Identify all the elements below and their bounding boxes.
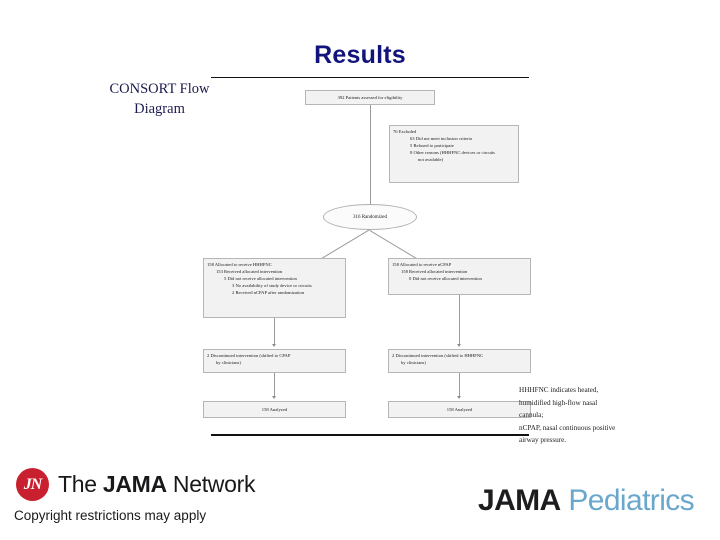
- node-excluded-header: 76 Excluded: [393, 129, 417, 134]
- figure-footnote-line-2: nCPAP, nasal continuous positive: [519, 423, 616, 432]
- edge-assessed-down: [370, 105, 371, 207]
- node-alloc-left-received: 153 Received allocated intervention: [216, 269, 283, 275]
- jama-pediatrics-jama: JAMA: [478, 484, 561, 517]
- jama-pediatrics-logo: JAMA Pediatrics: [478, 484, 695, 518]
- node-alloc-left: 158 Allocated to receive HHHFNC 153 Rece…: [203, 258, 346, 318]
- jama-network-mark-icon: JN: [16, 468, 49, 501]
- figure-footnote-line-0: HHHFNC indicates heated,: [519, 386, 599, 394]
- figure-footnote-line-1: humidified high-flow nasal cannula;: [519, 398, 598, 420]
- edge-left-alloc-to-disc: [274, 318, 275, 346]
- figure-caption-line1: CONSORT Flow: [109, 81, 210, 97]
- node-excluded-item-2: 8 Other reasons (HHHFNC devices or circu…: [410, 150, 495, 156]
- node-randomized-label: 316 Randomized: [352, 214, 388, 220]
- node-alloc-right: 158 Allocated to receive nCPAP 158 Recei…: [388, 258, 531, 295]
- node-analyzed-right: 158 Analyzed: [388, 401, 531, 418]
- jama-pediatrics-title: Pediatrics: [560, 484, 695, 517]
- edge-right-disc-to-analyzed: [459, 373, 460, 398]
- edge-left-analyzed-arrow: [271, 396, 276, 399]
- figure-divider-bottom: [211, 434, 529, 436]
- consort-flow-diagram: 392 Patients assessed for eligibility 76…: [196, 86, 616, 434]
- edge-left-disc-arrow: [271, 344, 276, 347]
- edge-right-disc-arrow: [456, 344, 461, 347]
- node-alloc-right-received: 158 Received allocated intervention: [401, 269, 468, 275]
- edge-right-alloc-to-disc: [459, 295, 460, 346]
- node-disc-left-line2: by clinicians): [216, 360, 241, 366]
- jama-network-wordmark: The JAMA Network: [58, 471, 255, 498]
- title-divider-top: [211, 77, 529, 78]
- jama-network-jama: JAMA: [102, 471, 167, 497]
- node-disc-right-line1: 2 Discontinued intervention (shifted to …: [392, 353, 484, 358]
- copyright-notice: Copyright restrictions may apply: [14, 508, 207, 523]
- node-alloc-left-allocated: 158 Allocated to receive HHHFNC: [207, 262, 272, 267]
- node-assessed-label: 392 Patients assessed for eligibility: [337, 94, 403, 100]
- node-excluded: 76 Excluded 63 Did not meet inclusion cr…: [389, 125, 519, 183]
- figure-caption: CONSORT Flow Diagram: [72, 80, 247, 119]
- jama-network-logo: JN The JAMA Network: [16, 468, 255, 501]
- edge-left-disc-to-analyzed: [274, 373, 275, 398]
- node-assessed: 392 Patients assessed for eligibility: [305, 90, 435, 105]
- node-analyzed-left-label: 158 Analyzed: [261, 406, 288, 412]
- jama-network-network: Network: [166, 471, 256, 497]
- node-disc-right-line2: by clinicians): [401, 360, 426, 366]
- node-alloc-right-not-received: 0 Did not receive allocated intervention: [409, 276, 482, 282]
- node-excluded-item-0: 63 Did not meet inclusion criteria: [410, 136, 472, 142]
- node-analyzed-left: 158 Analyzed: [203, 401, 346, 418]
- node-alloc-right-allocated: 158 Allocated to receive nCPAP: [392, 262, 452, 267]
- figure-footnote: HHHFNC indicates heated, humidified high…: [519, 384, 617, 447]
- node-analyzed-right-label: 158 Analyzed: [446, 406, 473, 412]
- node-alloc-left-reason-1: 2 Received nCPAP after randomization: [232, 290, 305, 296]
- node-disc-left: 2 Discontinued intervention (shifted to …: [203, 349, 346, 373]
- node-disc-right: 2 Discontinued intervention (shifted to …: [388, 349, 531, 373]
- edge-right-analyzed-arrow: [456, 396, 461, 399]
- node-disc-left-line1: 2 Discontinued intervention (shifted to …: [207, 353, 291, 358]
- jama-network-the: The: [58, 471, 103, 497]
- figure-caption-line2: Diagram: [134, 100, 185, 117]
- node-excluded-item-3: not available): [418, 157, 444, 163]
- node-excluded-item-1: 5 Refused to participate: [410, 143, 454, 149]
- node-alloc-left-not-received: 5 Did not receive allocated intervention: [224, 276, 297, 282]
- figure-footnote-line-3: airway pressure.: [519, 436, 567, 445]
- node-randomized: 316 Randomized: [323, 204, 417, 230]
- page-title: Results: [314, 41, 406, 69]
- node-alloc-left-reason-0: 3 No availability of study device or cir…: [232, 283, 312, 289]
